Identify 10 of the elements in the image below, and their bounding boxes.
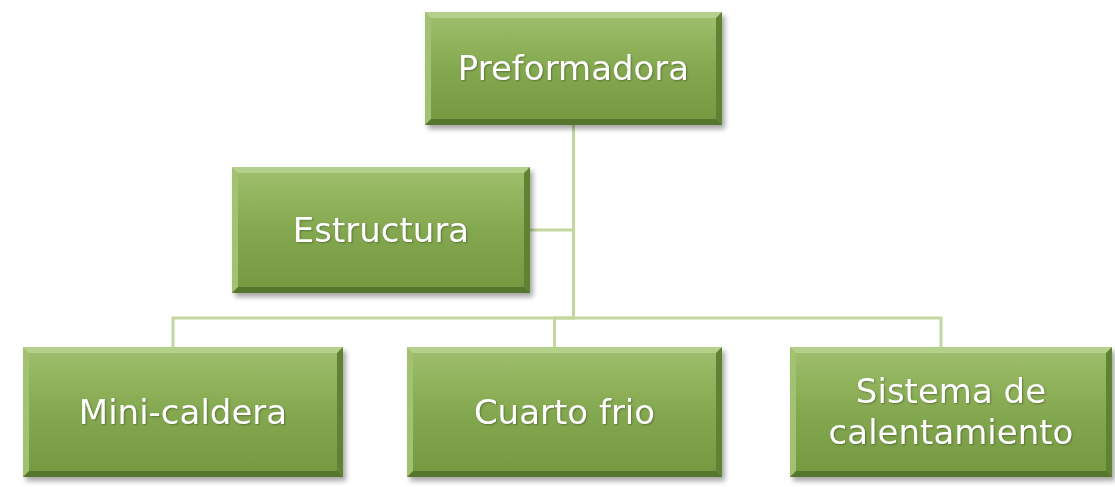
box-label: Mini-caldera [78, 391, 288, 433]
box-label: Sistema de calentamiento [827, 371, 1075, 453]
box-label: Preformadora [457, 48, 690, 89]
org-chart-box [23, 347, 343, 477]
org-chart-box [232, 167, 530, 293]
org-chart-box [425, 12, 722, 125]
box-label: Estructura [292, 209, 470, 251]
org-chart-box [790, 347, 1112, 477]
box-label: Cuarto frio [473, 391, 656, 433]
org-chart-box [407, 347, 722, 477]
